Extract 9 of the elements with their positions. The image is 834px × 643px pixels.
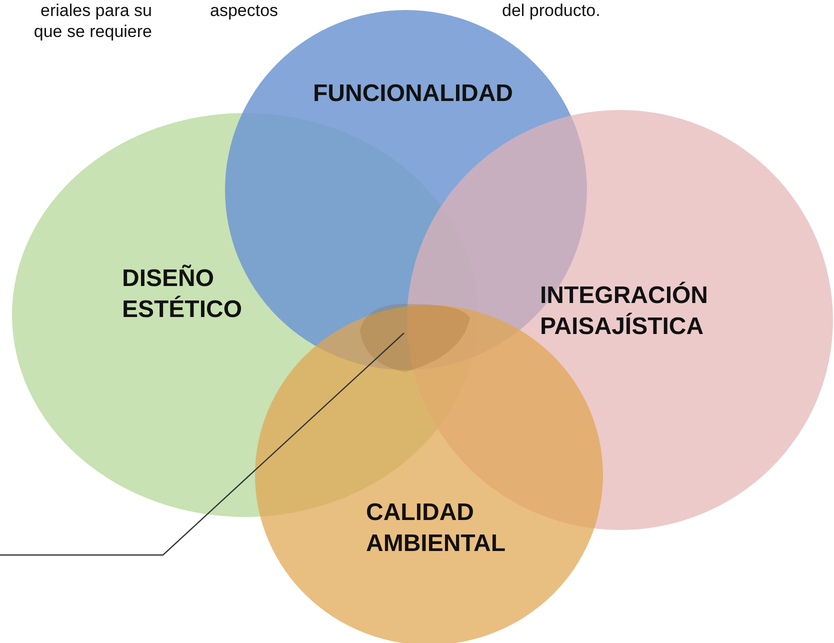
ellipse-label: CALIDAD AMBIENTAL: [366, 498, 507, 559]
text-fragment: del producto.: [502, 0, 602, 21]
text-fragment: aspectos: [210, 0, 280, 21]
ellipse-label: DISEÑO ESTÉTICO: [122, 264, 244, 325]
ellipse-label: INTEGRACIÓN PAISAJÍSTICA: [540, 280, 709, 342]
ellipse-label: FUNCIONALIDAD: [313, 79, 514, 109]
leader-line: [0, 332, 404, 556]
overlap-region: [360, 304, 470, 372]
text-fragment: eriales para su que se requiere: [32, 0, 152, 42]
